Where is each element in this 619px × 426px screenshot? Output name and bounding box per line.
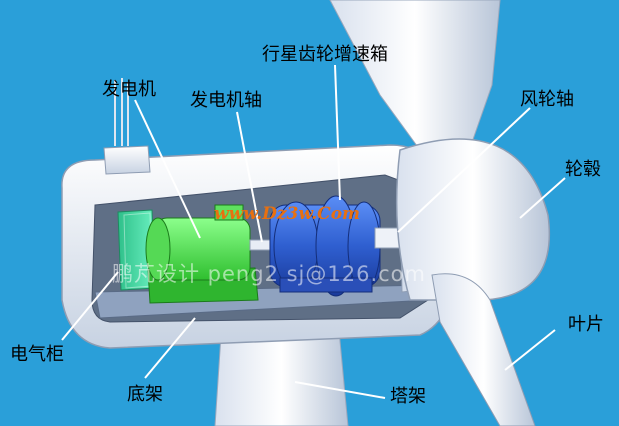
leader-lines bbox=[61, 64, 566, 399]
upper-blade bbox=[329, 0, 501, 151]
label-base-frame: 底架 bbox=[127, 384, 163, 405]
label-hub: 轮毂 bbox=[565, 159, 601, 180]
label-electrical-cabinet: 电气柜 bbox=[10, 344, 64, 365]
electrical-cabinet bbox=[117, 209, 156, 291]
label-blade: 叶片 bbox=[568, 314, 604, 335]
planetary-gearbox bbox=[269, 195, 381, 297]
generator bbox=[145, 204, 259, 304]
site-watermark: www.Dz3w.Com bbox=[214, 204, 361, 224]
label-generator-shaft: 发电机轴 bbox=[190, 90, 262, 111]
label-tower: 塔架 bbox=[390, 386, 426, 407]
label-generator: 发电机 bbox=[102, 79, 156, 100]
lower-blade bbox=[431, 273, 536, 426]
label-planetary-gearbox: 行星齿轮增速箱 bbox=[262, 44, 388, 65]
credit-watermark: 鹏芃设计 peng2 sj@126.com bbox=[112, 262, 426, 286]
label-rotor-shaft: 风轮轴 bbox=[520, 89, 574, 110]
